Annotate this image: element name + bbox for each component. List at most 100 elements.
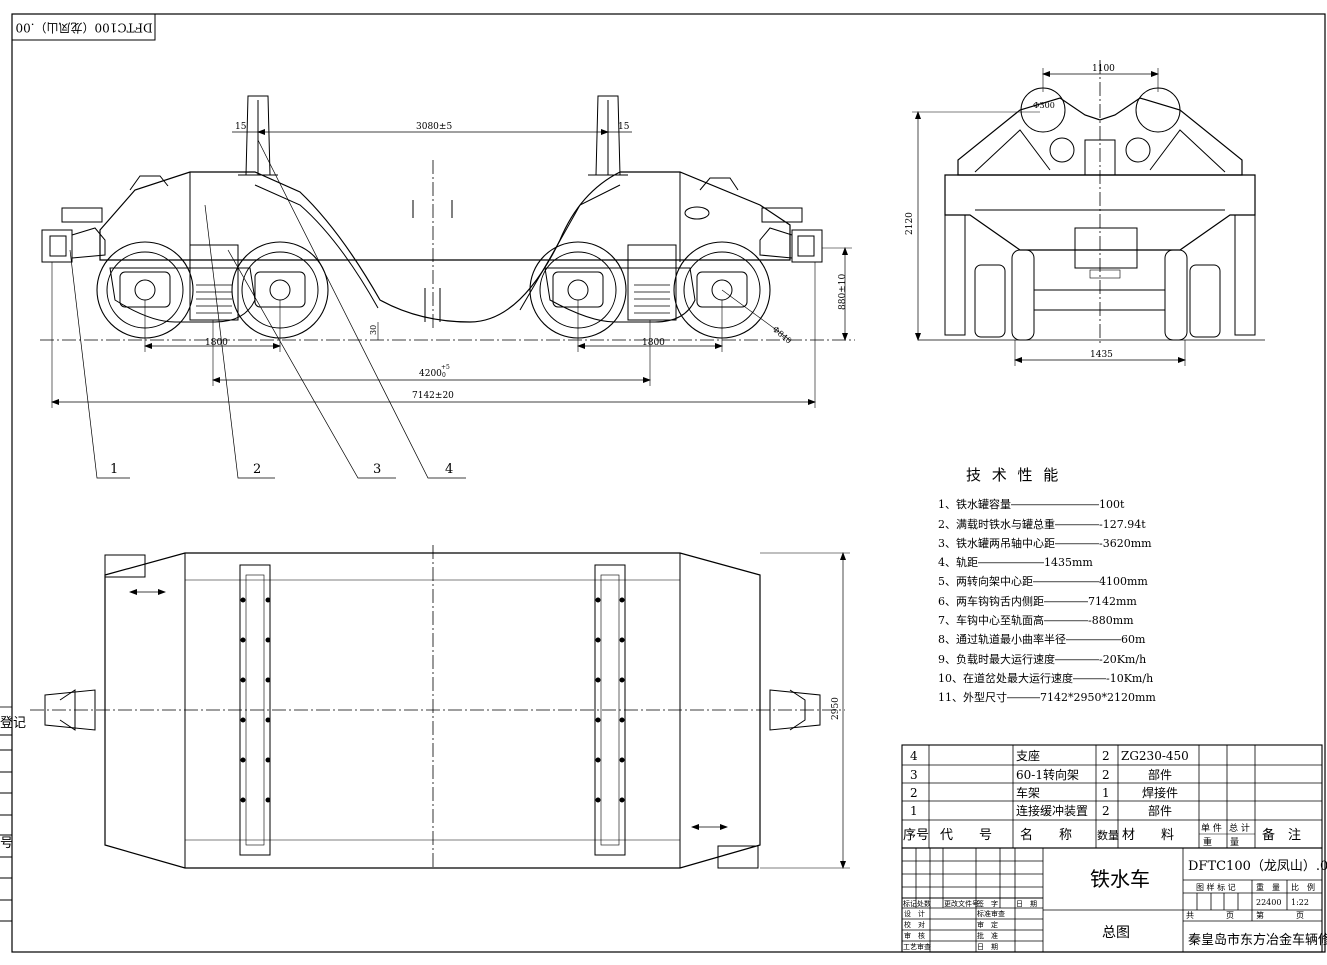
- sign-cell: 更改文件号: [944, 899, 979, 908]
- coupler-right: [759, 207, 823, 263]
- dim-trunnion: Φ300: [1033, 101, 1055, 110]
- left-strip-label-2: 号: [0, 836, 13, 851]
- trunnion-support-right: [588, 95, 628, 176]
- dim-top-right-15: 15: [618, 122, 630, 132]
- dim-3080: 3080±5: [416, 122, 452, 132]
- sign-cell: 审 核: [904, 931, 925, 940]
- callout-2: 2: [253, 462, 261, 477]
- bom-header-weight: 重 量: [1203, 836, 1239, 848]
- sign-cell: 批 准: [977, 931, 998, 940]
- left-strip-label-1: 登记: [0, 716, 26, 731]
- bom-row-qty: 2: [1102, 749, 1110, 763]
- tech-spec-panel: 技 术 性 能 1、铁水罐容量――――――――100t 2、满载时铁水与罐总重―…: [938, 466, 1198, 708]
- total-sheets: 共 页: [1186, 911, 1234, 920]
- bom-row-no: 2: [910, 786, 918, 800]
- scale-value: 1:22: [1291, 898, 1309, 907]
- bom-row-no: 4: [910, 749, 918, 763]
- drawing-type: 总图: [1102, 925, 1130, 941]
- bom-header-qty: 数量: [1097, 829, 1119, 842]
- tech-spec-item: 11、外型尺寸―――7142*2950*2120mm: [938, 691, 1156, 705]
- bom-row-name: 连接缓冲装置: [1016, 803, 1088, 818]
- tech-spec-title: 技 术 性 能: [966, 466, 1062, 484]
- tech-spec-item: 7、车钩中心至轨面高――――-880mm: [938, 614, 1134, 628]
- bom-header-total-weight: 总 计: [1229, 822, 1250, 834]
- tech-spec-item: 9、负载时最大运行速度――――-20Km/h: [938, 652, 1147, 666]
- stage-mark-label: 图 样 标 记: [1196, 882, 1236, 892]
- tech-spec-item: 3、铁水罐两吊轴中心距――――-3620mm: [938, 536, 1152, 550]
- sign-cell: 日 期: [1016, 900, 1037, 908]
- trunnion-left: [1020, 87, 1066, 133]
- bom-row-name: 支座: [1016, 748, 1040, 763]
- trunnion-right: [1135, 87, 1181, 133]
- sign-cell: 审 定: [977, 920, 998, 929]
- bom-header-code: 代 号: [940, 828, 992, 843]
- product-name: 铁水车: [1090, 867, 1150, 891]
- drawing-number: DFTC100（龙凤山）.00: [1188, 859, 1327, 874]
- dim-1100: 1100: [1092, 64, 1115, 74]
- dim-wheel-diameter: Φ840: [771, 325, 794, 346]
- side-view-dimensions: 15 3080±5 15 1800 1800 4200 +5 0 7142±20…: [110, 122, 848, 477]
- tech-spec-item: 1、铁水罐容量――――――――100t: [938, 498, 1125, 512]
- weight-label: 重 量: [1256, 882, 1280, 892]
- sign-cell: 标记: [903, 899, 917, 908]
- dim-4200-tol-top: +5: [441, 364, 450, 371]
- bom-row-name: 车架: [1016, 785, 1040, 800]
- sign-cell: 校 对: [904, 920, 925, 929]
- bom-header: 序号 代 号 名 称 数量 材 料 单 件 总 计 重 量 备 注: [903, 822, 1301, 848]
- bom-row-material: ZG230-450: [1121, 749, 1189, 763]
- sign-cell: 工艺审查: [903, 942, 931, 951]
- dim-880: 880±10: [838, 274, 848, 310]
- ladle-cradle: [957, 97, 1243, 176]
- bom-header-name: 名 称: [1020, 827, 1072, 843]
- dim-4200-tol-bottom: 0: [442, 372, 446, 379]
- sign-cell: 处数: [917, 899, 931, 908]
- sign-cell: 设 计: [904, 909, 925, 918]
- dim-1435: 1435: [1090, 350, 1113, 360]
- bom-header-material: 材 料: [1122, 828, 1174, 843]
- trunnion-support-left: [238, 95, 278, 176]
- bom-row-qty: 1: [1102, 786, 1110, 800]
- sheet-number: 第 页: [1256, 910, 1304, 920]
- callout-4: 4: [445, 462, 453, 477]
- dim-2120: 2120: [905, 212, 915, 235]
- bogie-left: [96, 241, 329, 339]
- car-frame-body: [99, 171, 791, 323]
- plan-view: [30, 545, 850, 870]
- bom-header-remark: 备 注: [1262, 827, 1301, 843]
- sign-cell: 日 期: [977, 943, 998, 951]
- callout-3: 3: [373, 462, 381, 477]
- tech-spec-item: 6、两车钩钩舌内侧距――――7142mm: [938, 594, 1137, 608]
- bom-row-material: 焊接件: [1142, 785, 1178, 800]
- plan-bolts: [240, 597, 625, 803]
- callout-1: 1: [110, 462, 118, 477]
- coupler-left: [41, 207, 106, 263]
- dim-top-left-15: 15: [235, 122, 247, 132]
- ladle-outline-plan: [104, 552, 761, 869]
- tech-spec-item: 4、轨距――――――1435mm: [938, 556, 1093, 570]
- dim-7142: 7142±20: [412, 391, 454, 401]
- bom-row-qty: 2: [1102, 768, 1110, 782]
- bom-row-material: 部件: [1148, 767, 1172, 782]
- dim-4200: 4200: [419, 369, 442, 379]
- drawing-code-rotated: DFTC100（龙凤山）.00: [15, 21, 152, 35]
- bogie-right: [529, 241, 771, 339]
- end-view: [912, 60, 1265, 366]
- tech-spec-item: 5、两转向架中心距――――――4100mm: [938, 575, 1148, 589]
- bom-row-qty: 2: [1102, 804, 1110, 818]
- tech-spec-item: 8、通过轨道最小曲率半径―――――60m: [938, 633, 1146, 647]
- bom-table-grid: [901, 744, 1323, 953]
- bom-header-unit-weight: 单 件: [1201, 822, 1222, 834]
- title-block: 铁水车 总图 DFTC100（龙凤山）.00 图 样 标 记 重 量 比 例 2…: [1090, 859, 1327, 948]
- dim-2950: 2950: [831, 697, 841, 720]
- bom-row-no: 1: [910, 804, 918, 818]
- bom-header-no: 序号: [903, 828, 929, 843]
- bom-row-material: 部件: [1148, 803, 1172, 818]
- sign-cell: 签 字: [977, 899, 998, 908]
- scale-label: 比 例: [1291, 882, 1315, 892]
- dim-1800-left: 1800: [205, 338, 228, 348]
- dim-30: 30: [369, 325, 378, 335]
- bom-row-no: 3: [910, 768, 918, 782]
- side-view: [40, 95, 855, 479]
- weight-value: 22400: [1256, 898, 1281, 907]
